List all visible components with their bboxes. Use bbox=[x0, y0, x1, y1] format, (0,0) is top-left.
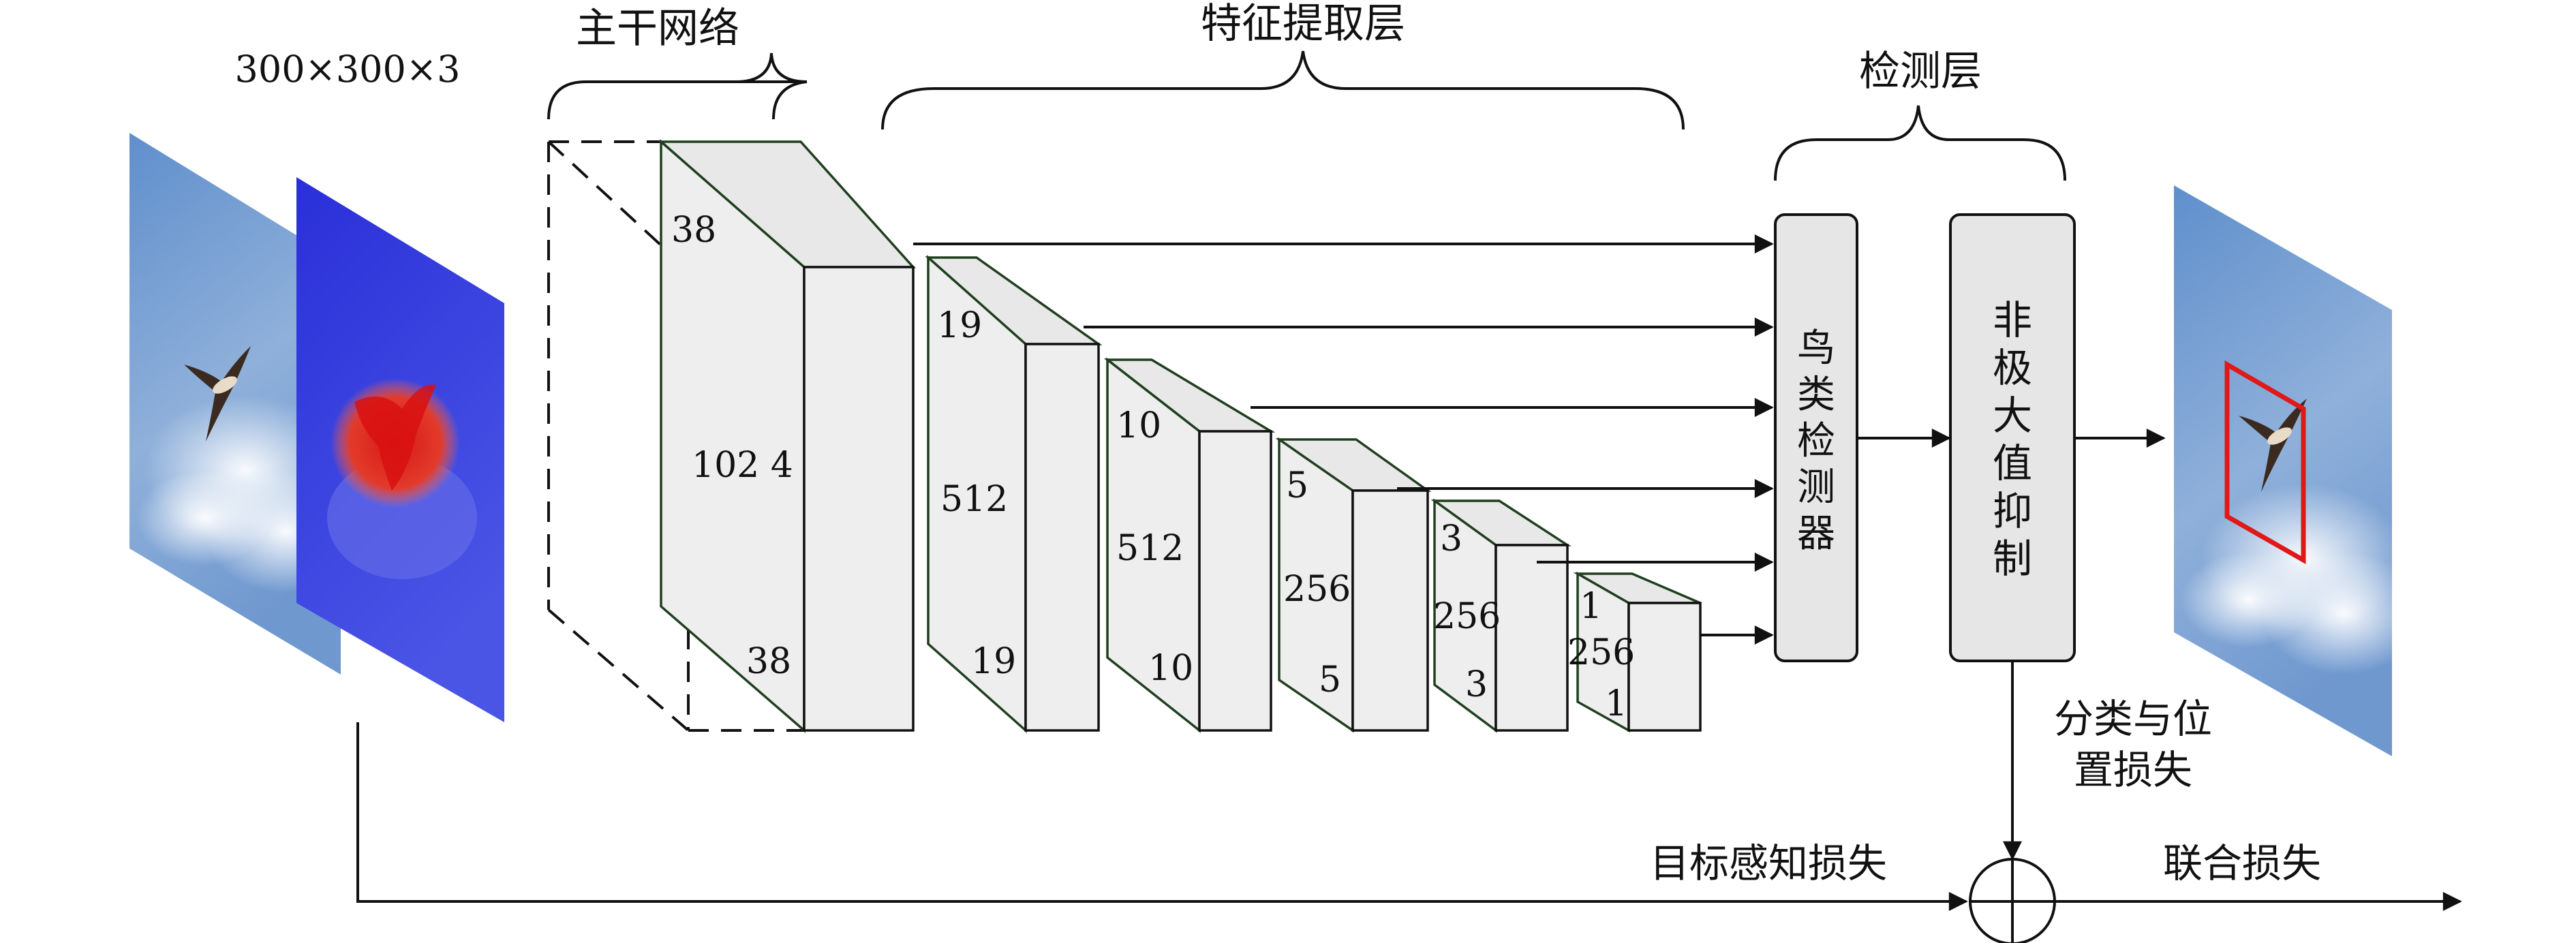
bounding-box bbox=[2224, 360, 2306, 565]
detection-result-image bbox=[2174, 185, 2426, 756]
block-6-top-label: 1 bbox=[1580, 586, 1602, 627]
feature-block-1: 38 102 4 38 bbox=[658, 139, 916, 733]
bird-detector-char-3: 检 bbox=[1797, 419, 1835, 463]
cls-loc-loss-line2: 置损失 bbox=[2074, 747, 2192, 793]
feature-block-4: 5 256 5 bbox=[1275, 437, 1432, 733]
saliency-loss-path bbox=[356, 722, 1968, 911]
block-5-bottom-label: 3 bbox=[1465, 664, 1488, 705]
feature-block-3: 10 512 10 bbox=[1103, 357, 1276, 733]
block-1-mid-label: 102 4 bbox=[692, 445, 793, 486]
input-size-label: 300×300×3 bbox=[235, 48, 461, 91]
backbone-section-title: 主干网络 bbox=[576, 5, 739, 52]
block-2-mid-label: 512 bbox=[940, 479, 1008, 520]
block-6-bottom-label: 1 bbox=[1605, 683, 1627, 724]
nms-char-2: 极 bbox=[1993, 345, 2032, 391]
block-1-bottom-label: 38 bbox=[746, 641, 791, 682]
bird-detector-module: 鸟 类 检 测 器 bbox=[1774, 213, 1858, 662]
output-bird-icon bbox=[2239, 399, 2307, 492]
nms-char-3: 大 bbox=[1993, 392, 2032, 439]
bird-icon bbox=[184, 346, 251, 442]
nms-char-5: 抑 bbox=[1993, 488, 2032, 534]
block-4-mid-label: 256 bbox=[1283, 569, 1351, 610]
bird-detector-char-5: 器 bbox=[1797, 512, 1835, 556]
nms-char-1: 非 bbox=[1993, 297, 2032, 343]
backbone-brace-full bbox=[547, 52, 808, 120]
object-aware-loss-label: 目标感知损失 bbox=[1650, 840, 1887, 886]
feature-arrows bbox=[913, 234, 1774, 645]
block-3-bottom-label: 10 bbox=[1148, 648, 1193, 689]
cls-loc-loss-line1: 分类与位 bbox=[2054, 696, 2212, 742]
feature-block-5: 3 256 3 bbox=[1430, 498, 1571, 733]
nms-char-6: 制 bbox=[1993, 536, 2032, 582]
detection-brace bbox=[1774, 105, 2066, 181]
block-4-top-label: 5 bbox=[1286, 465, 1308, 506]
joint-loss-label: 联合损失 bbox=[2163, 840, 2321, 886]
feature-block-6: 1 256 1 bbox=[1567, 571, 1702, 732]
block-3-mid-label: 512 bbox=[1116, 528, 1184, 569]
block-5-top-label: 3 bbox=[1440, 519, 1462, 559]
feature-section-title: 特征提取层 bbox=[1201, 0, 1405, 48]
detection-section-title: 检测层 bbox=[1859, 48, 1982, 95]
block-6-mid-label: 256 bbox=[1567, 632, 1635, 673]
bird-detector-char-4: 测 bbox=[1797, 465, 1835, 510]
nms-char-4: 值 bbox=[1993, 440, 2032, 486]
feature-block-2: 19 512 19 bbox=[925, 255, 1103, 733]
saliency-map bbox=[296, 177, 504, 722]
block-2-bottom-label: 19 bbox=[971, 641, 1016, 682]
sum-node-icon bbox=[1969, 858, 2056, 943]
nms-module: 非 极 大 值 抑 制 bbox=[1949, 213, 2076, 662]
block-2-top-label: 19 bbox=[937, 305, 982, 346]
bird-detector-char-2: 类 bbox=[1797, 373, 1835, 417]
block-1-top-label: 38 bbox=[671, 210, 716, 251]
block-4-bottom-label: 5 bbox=[1319, 660, 1341, 700]
feature-brace bbox=[881, 50, 1685, 130]
bird-detector-char-1: 鸟 bbox=[1797, 326, 1835, 371]
block-3-top-label: 10 bbox=[1116, 405, 1161, 446]
block-5-mid-label: 256 bbox=[1433, 596, 1501, 637]
